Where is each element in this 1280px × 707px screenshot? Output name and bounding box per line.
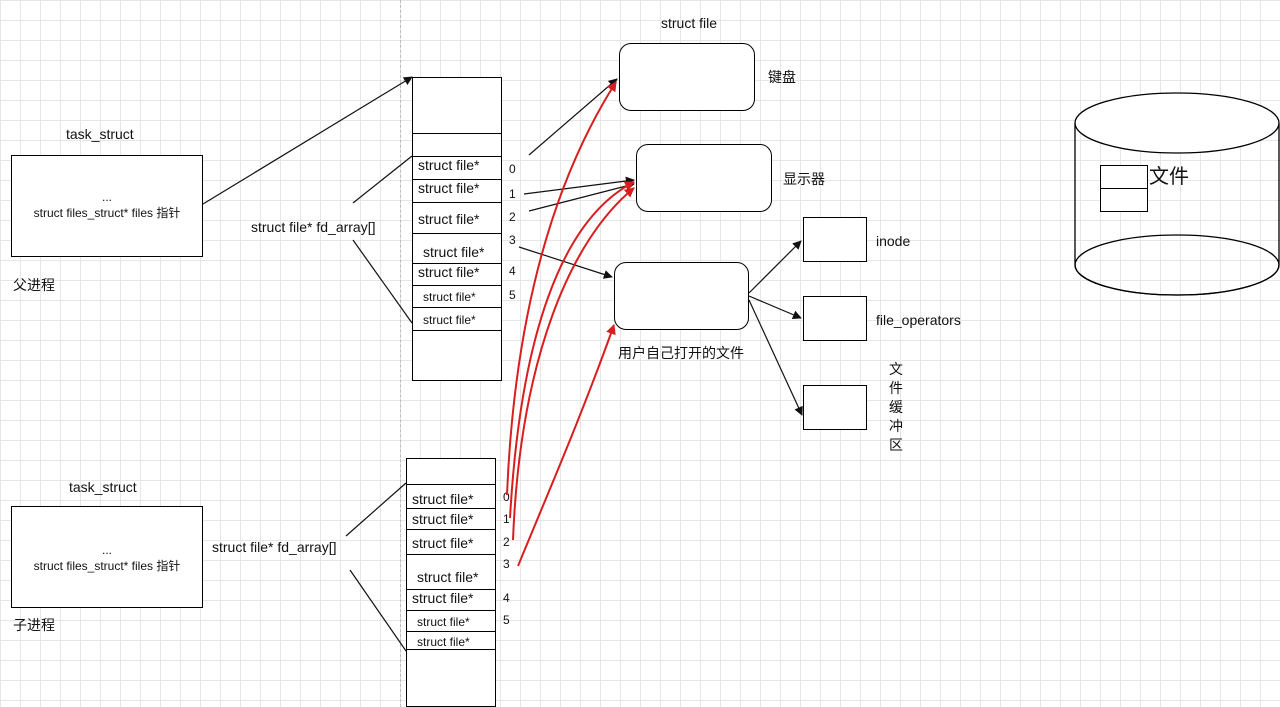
fd-index: 2 [509,210,516,224]
fd1-to-monitor-arrow [523,176,635,195]
fd-index: 5 [503,613,510,627]
disk-label: 磁盘 [1155,112,1195,134]
table-row[interactable]: struct file* [407,631,495,650]
child-task-struct-box[interactable]: ... struct files_struct* files 指针 [11,506,203,608]
fd-index: 0 [503,490,510,504]
file-operators-box[interactable] [803,296,867,341]
to-inode-arrow [748,240,802,294]
user-file-label: 用户自己打开的文件 [618,345,744,361]
keyboard-file-box[interactable] [619,43,755,111]
table-row[interactable]: struct file* [407,554,495,589]
monitor-label: 显示器 [783,171,825,187]
child-process-caption: 子进程 [13,617,55,633]
child-fd3-to-user-file-red-arrow [517,324,616,567]
table-row[interactable]: struct file* [413,179,501,202]
fd2-to-monitor-arrow [528,181,635,212]
table-row [413,133,501,156]
child-fd0-to-keyboard-red-arrow [506,81,617,496]
disk-file-box-bottom[interactable] [1100,188,1148,212]
fd0-to-keyboard-arrow [528,78,618,156]
table-row[interactable]: struct file* [413,202,501,233]
file-operators-label: file_operators [876,312,961,328]
fd-index: 4 [503,591,510,605]
disk-file-box-top[interactable] [1100,165,1148,189]
parent-fd-array-label: struct file* fd_array[] [251,219,376,235]
fd-index: 1 [509,187,516,201]
child-fd2-to-monitor-red-arrow [512,187,635,541]
parent-files-field: struct files_struct* files 指针 [33,206,181,220]
child-fd-array-table: struct file* struct file* struct file* s… [406,458,496,707]
struct-file-title: struct file [661,15,718,31]
inode-box[interactable] [803,217,867,262]
parent-bracket-line [352,239,413,324]
table-row[interactable]: struct file* [413,307,501,331]
parent-fd-array-table: struct file* struct file* struct file* s… [412,77,502,381]
fd3-to-user-file-arrow [518,246,613,279]
table-row[interactable]: struct file* [413,263,501,285]
file-buffer-box[interactable] [803,385,867,430]
to-file-buffer-arrow [748,299,803,416]
parent-task-struct-title: task_struct [66,126,134,142]
fd-index: 3 [503,557,510,571]
parent-ellipsis: ... [101,190,112,204]
table-row[interactable]: struct file* [407,589,495,610]
parent-files-pointer-arrow [202,76,413,205]
child-fd-array-label: struct file* fd_array[] [212,539,337,555]
fd-index: 5 [509,288,516,302]
table-row[interactable]: struct file* [407,610,495,631]
user-file-box[interactable] [614,262,749,330]
parent-process-caption: 父进程 [13,277,55,293]
keyboard-label: 键盘 [768,69,796,85]
table-row[interactable]: struct file* [413,156,501,179]
child-task-struct-title: task_struct [69,479,137,495]
file-buffer-label: 文 件 缓 冲 区 [889,361,903,453]
table-row[interactable]: struct file* [413,233,501,263]
parent-bracket-line [352,155,413,204]
inode-label: inode [876,233,911,249]
child-bracket-line [345,482,407,537]
fd-index: 2 [503,535,510,549]
table-row[interactable]: struct file* [407,529,495,554]
parent-task-struct-box[interactable]: ... struct files_struct* files 指针 [11,155,203,257]
table-row[interactable]: struct file* [407,484,495,508]
fd-index: 1 [503,512,510,526]
monitor-file-box[interactable] [636,144,772,212]
fd-index: 3 [509,233,516,247]
to-file-operators-arrow [748,295,802,319]
child-ellipsis: ... [101,543,112,557]
fd-index: 0 [509,162,516,176]
table-row[interactable]: struct file* [407,508,495,529]
child-bracket-line [349,569,407,652]
child-files-field: struct files_struct* files 指针 [33,559,181,573]
disk-file-label: 文件 [1149,166,1189,188]
fd-index: 4 [509,264,516,278]
child-fd1-to-monitor-red-arrow [509,181,635,519]
table-row[interactable]: struct file* [413,285,501,307]
page-divider [400,0,401,707]
